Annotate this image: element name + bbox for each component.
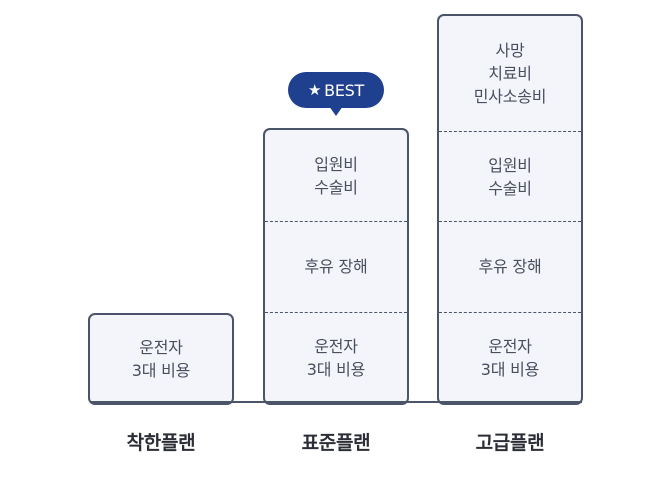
- segment-divider: [439, 131, 581, 132]
- segment-line: 수술비: [488, 178, 532, 198]
- segment-line: 치료비: [488, 64, 532, 83]
- segment-driver-cost: 운전자 3대 비용: [90, 315, 232, 403]
- plan-label-premium: 고급플랜: [475, 432, 545, 454]
- segment-divider: [439, 221, 581, 222]
- segment-disability: 후유 장해: [439, 222, 581, 311]
- segment-line: 입원비: [488, 155, 532, 175]
- baseline: [90, 401, 582, 403]
- star-icon: ★: [308, 81, 322, 99]
- segment-line: 운전자: [139, 338, 183, 357]
- segment-hospital-surgery: 입원비 수술비: [265, 130, 407, 221]
- segment-divider: [265, 221, 407, 222]
- segment-disability: 후유 장해: [265, 222, 407, 311]
- segment-line: 입원비: [314, 154, 358, 174]
- segment-line: 운전자: [314, 337, 358, 356]
- plan-box-premium: 사망 치료비 민사소송비 입원비 수술비 후유 장해 운전자 3대 비용: [437, 14, 583, 405]
- segment-line: 수술비: [314, 177, 358, 197]
- plan-box-standard: 입원비 수술비 후유 장해 운전자 3대 비용: [263, 128, 409, 405]
- segment-hospital-surgery: 입원비 수술비: [439, 132, 581, 221]
- segment-divider: [439, 312, 581, 313]
- segment-line: 민사소송비: [473, 87, 547, 106]
- segment-line: 3대 비용: [480, 360, 540, 379]
- segment-line: 사망: [495, 41, 525, 60]
- segment-line: 3대 비용: [131, 361, 191, 380]
- segment-line: 운전자: [488, 337, 532, 356]
- segment-line: 3대 비용: [306, 360, 366, 379]
- segment-line: 후유 장해: [478, 257, 542, 276]
- segment-line: 후유 장해: [304, 257, 368, 276]
- plan-label-basic: 착한플랜: [126, 432, 196, 454]
- segment-driver-cost: 운전자 3대 비용: [439, 313, 581, 403]
- plan-box-basic: 운전자 3대 비용: [88, 313, 234, 405]
- segment-death-treatment-civil: 사망 치료비 민사소송비: [439, 16, 581, 131]
- best-badge-pointer: [329, 106, 343, 116]
- segment-driver-cost: 운전자 3대 비용: [265, 313, 407, 403]
- segment-divider: [265, 312, 407, 313]
- best-badge: ★ BEST: [288, 72, 384, 108]
- best-badge-text: BEST: [324, 80, 364, 100]
- plan-label-standard: 표준플랜: [301, 432, 371, 454]
